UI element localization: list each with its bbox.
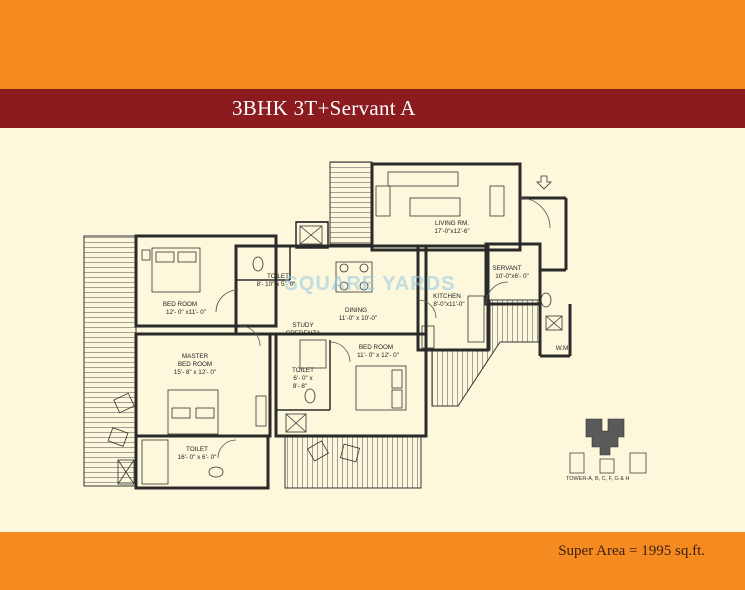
bedroom1-label: BED ROOM [163,301,197,308]
plan-title: 3BHK 3T+Servant A [232,96,416,120]
inner-walls [136,221,331,437]
watermark: SQUARE YARDS [285,273,456,295]
toilet3-label: TOILET [186,446,208,453]
master-bedroom-label: MASTER [182,353,209,360]
dining-dim: 11'-0" x 10'-0" [339,315,377,322]
servant-room-dim: 10'-0"x6'- 0" [495,273,528,280]
kitchen-dim: 8'-0"x11'-0" [433,301,464,308]
key-plan [569,418,647,474]
entry-arrow-icon [536,175,552,190]
title-band [0,89,745,128]
balcony-bottom [284,435,422,489]
bedroom2-label: BED ROOM [359,344,393,351]
living-room-dim: 17'-0"x12'-6" [434,228,469,235]
floor-plan: SQUARE YARDS LIVING RM. 17'-0"x12'-6" SE… [83,161,572,490]
super-area-label: Super Area = 1995 sq.ft. [558,543,705,559]
bedroom1-dim: 12'- 0" x11'- 0" [166,309,206,316]
balcony-left [83,235,137,487]
toilet2-label: TOILET [292,367,314,374]
toilet3-dim: 16'- 0" x 6'- 0" [178,454,217,461]
key-plan-label: TOWER-A, B, C, F, G & H [566,476,630,482]
toilet2-dim-2: 8'- 8" [293,383,307,390]
master-bedroom-dim: 15'- 8" x 12'- 0" [174,369,216,376]
balcony-right [431,299,541,407]
top-color-band [0,0,745,89]
bedroom2-dim: 11'- 0" x 12'- 0" [357,352,399,359]
washing-machine-label: W.M [556,345,569,352]
doors [215,197,551,459]
master-bedroom-label-2: BED ROOM [178,361,212,368]
servant-room-label: SERVANT [492,265,521,272]
bottom-color-band [0,532,745,590]
toilet1-label: TOILET [267,273,289,280]
living-room-label: LIVING RM. [435,220,469,227]
furniture [107,171,563,485]
study-label: STUDY [292,322,314,329]
toilet2-dim: 6'- 0" x [293,375,313,382]
study-credenza-label: CREDENZA [286,330,321,337]
kitchen-label: KITCHEN [433,293,461,300]
toilet1-dim: 8'- 10" x 5'- 0" [257,281,296,288]
dining-label: DINING [345,307,367,314]
balcony-top [329,161,373,245]
